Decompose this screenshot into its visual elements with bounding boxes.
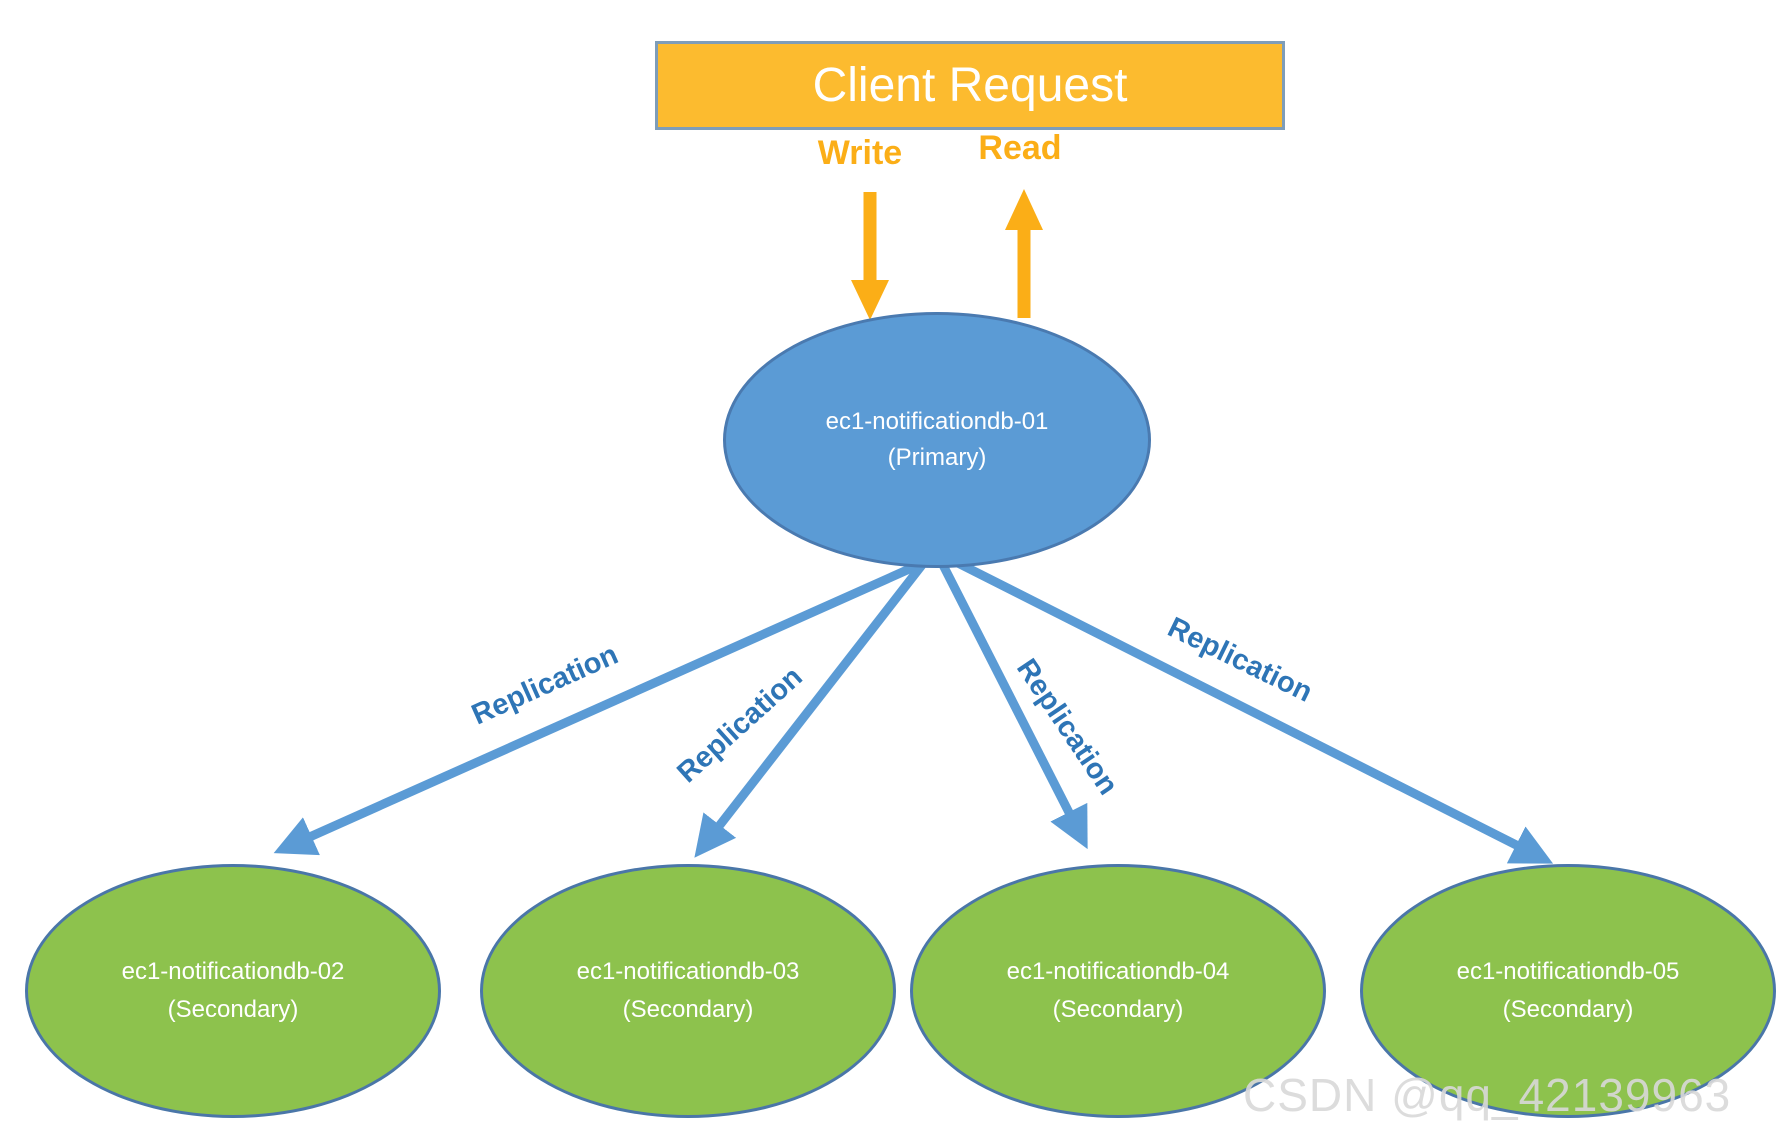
read-arrow bbox=[1005, 189, 1043, 318]
replication-arrow-4 bbox=[945, 553, 1554, 864]
read-label: Read bbox=[978, 129, 1062, 167]
client-request-box: Client Request bbox=[655, 41, 1285, 130]
write-label: Write bbox=[817, 134, 903, 172]
write-arrow bbox=[851, 192, 889, 320]
client-request-label: Client Request bbox=[812, 59, 1128, 112]
replication-arrow-3 bbox=[938, 562, 1088, 850]
watermark: CSDN @qq_42139963 bbox=[1243, 1069, 1732, 1121]
replication-arrow-1 bbox=[273, 557, 927, 856]
node-role: (Primary) bbox=[887, 444, 987, 471]
primary-node: ec1-notificationdb-01 (Primary) bbox=[723, 312, 1151, 568]
node-name: ec1-notificationdb-01 bbox=[825, 408, 1049, 435]
replication-arrow-2 bbox=[694, 562, 926, 858]
